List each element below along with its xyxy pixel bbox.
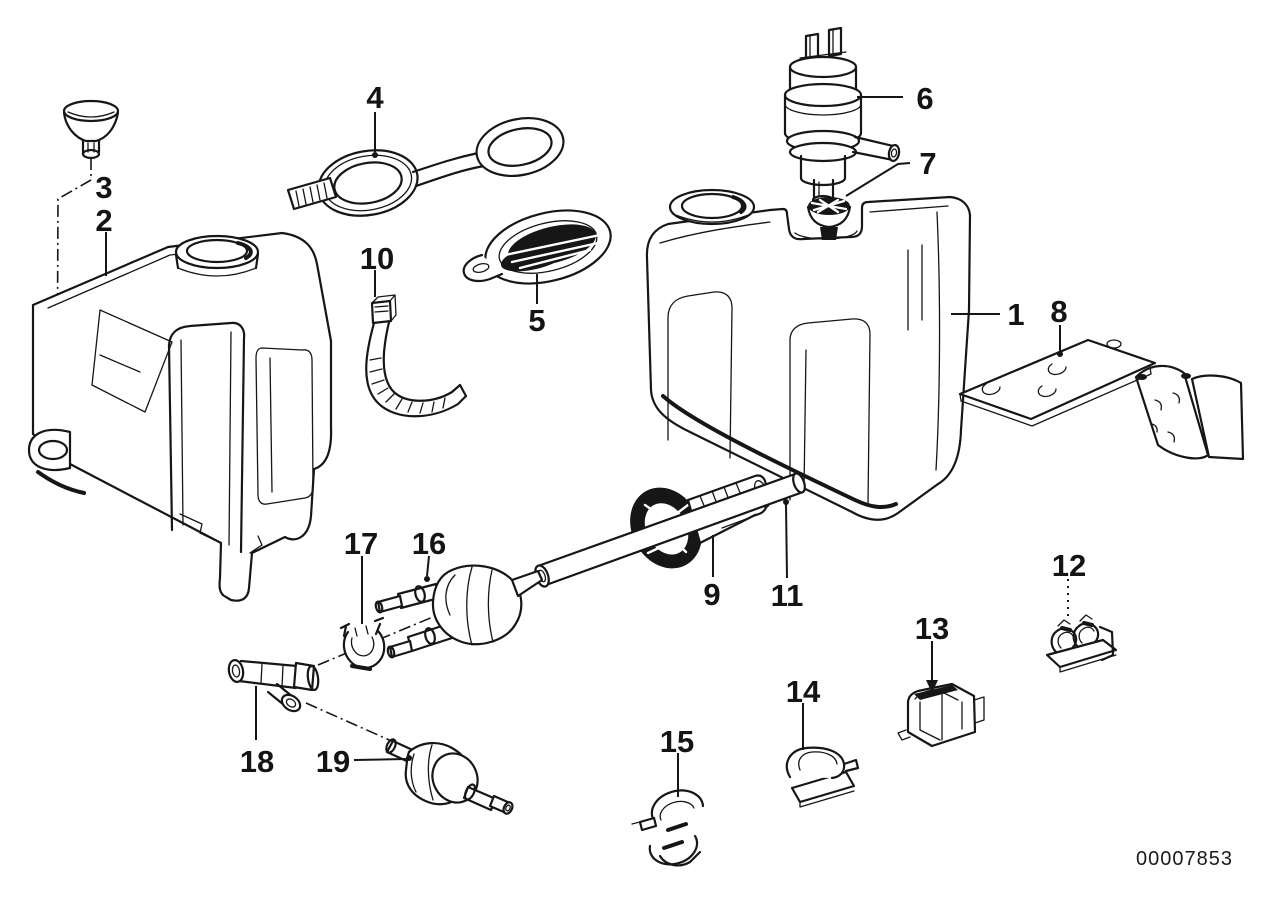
callout-5: 5	[528, 303, 545, 338]
callout-13: 13	[915, 611, 949, 646]
t-connector	[227, 658, 320, 713]
double-valve	[374, 564, 544, 659]
pump-grommet	[806, 197, 852, 240]
callout-14: 14	[786, 674, 821, 709]
callout-8: 8	[1050, 294, 1067, 329]
callout-6: 6	[916, 81, 933, 116]
callout-10: 10	[360, 241, 394, 276]
leader-7	[845, 162, 911, 197]
check-valve	[385, 738, 514, 815]
callout-19: 19	[316, 744, 350, 779]
hose-clamp	[631, 789, 705, 867]
hose-clip-small	[339, 616, 386, 671]
leader-11	[785, 503, 788, 579]
callout-labels: 1 2 3 4 5 6 7 8 9 10 11 12 13 14 15 16 1…	[95, 80, 1086, 779]
callout-11: 11	[771, 578, 804, 613]
leader-16	[426, 555, 430, 577]
leader-lines	[105, 96, 1069, 797]
callout-1: 1	[1007, 297, 1024, 332]
callout-4: 4	[366, 80, 384, 115]
callout-15: 15	[660, 724, 694, 759]
drawing-number: 00007853	[1136, 848, 1233, 870]
cable-holder	[897, 682, 985, 748]
leader-19	[353, 758, 407, 761]
mounting-bracket	[958, 338, 1245, 461]
callout-9: 9	[703, 577, 720, 612]
filler-neck-left	[174, 234, 260, 277]
reservoir-main	[645, 188, 972, 521]
spring-clip	[785, 746, 860, 808]
mounting-ear	[27, 428, 72, 472]
filler-neck-main	[668, 188, 756, 226]
reservoir-left	[27, 231, 333, 602]
expanding-rivet	[62, 99, 120, 160]
reservoir-cover	[462, 209, 612, 285]
pump-outlet-nozzle	[851, 135, 901, 163]
callout-18: 18	[240, 744, 274, 779]
callout-17: 17	[344, 526, 378, 561]
washer-pump	[783, 26, 901, 206]
callout-16: 16	[412, 526, 446, 561]
callout-3: 3	[95, 170, 112, 205]
double-tube-clamp	[1045, 614, 1118, 673]
callout-7: 7	[919, 146, 936, 181]
callout-2: 2	[95, 203, 112, 238]
tethered-cap	[286, 117, 565, 217]
cable-strap	[365, 294, 468, 418]
callout-12: 12	[1052, 548, 1086, 583]
